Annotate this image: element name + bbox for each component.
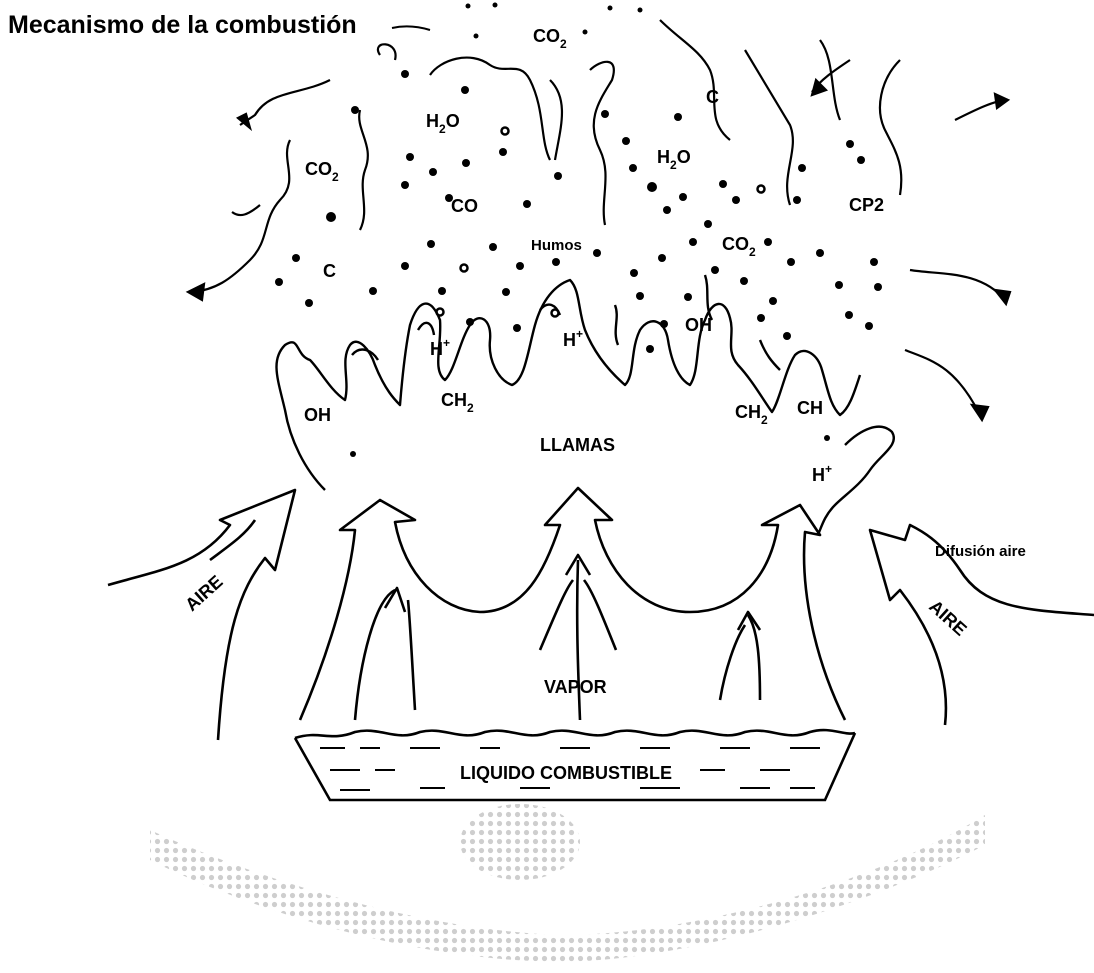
label-h-plus-1: H+ [430, 336, 450, 359]
chemical-labels: CO2 C H2O H2O CO2 CO CP2 Humos CO2 C H+ … [181, 26, 1026, 783]
label-aire-left: AIRE [181, 571, 226, 615]
label-oh-left: OH [304, 405, 331, 425]
label-h-plus-3: H+ [812, 462, 832, 485]
label-co: CO [451, 196, 478, 216]
label-oh-mid: OH [685, 315, 712, 335]
watermark-swoosh [150, 804, 985, 962]
label-llamas: LLAMAS [540, 435, 615, 455]
label-h2o-left: H2O [426, 111, 460, 136]
label-ch2-right: CH2 [735, 402, 768, 427]
label-vapor: VAPOR [544, 677, 607, 697]
label-co2-left: CO2 [305, 159, 339, 184]
label-co2-mid: CO2 [722, 234, 756, 259]
label-liquido: LIQUIDO COMBUSTIBLE [460, 763, 672, 783]
label-co2-top: CO2 [533, 26, 567, 51]
label-cp2: CP2 [849, 195, 884, 215]
label-h2o-right: H2O [657, 147, 691, 172]
smoke-rings [437, 128, 765, 317]
smoke-particles [275, 3, 882, 458]
label-ch: CH [797, 398, 823, 418]
label-aire-right: AIRE [925, 596, 970, 640]
label-difusion-aire: Difusión aire [935, 543, 1026, 560]
label-c-left: C [323, 261, 336, 281]
label-c-top: C [706, 87, 719, 107]
label-humos: Humos [531, 237, 582, 254]
label-h-plus-2: H+ [563, 327, 583, 350]
title-leader-line [392, 26, 430, 30]
diagram-title: Mecanismo de la combustión [8, 11, 357, 39]
label-ch2-left: CH2 [441, 390, 474, 415]
